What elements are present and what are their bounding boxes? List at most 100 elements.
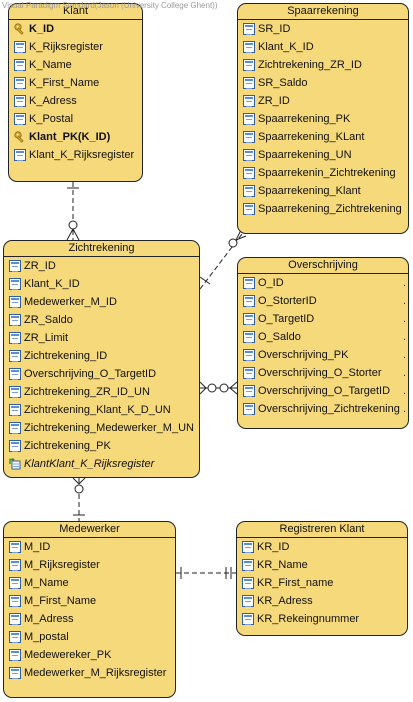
attribute-row[interactable]: K_Adress [9,92,142,110]
key-icon [14,23,26,35]
truncation-dot: . [402,313,406,325]
relation-icon [9,458,21,470]
truncation-dot: . [402,385,406,397]
column-icon [14,113,26,125]
attribute-row[interactable]: Spaarrekening_KLant [238,128,408,146]
attribute-row[interactable]: M_Rijksregister [4,556,175,574]
column-icon [242,541,254,553]
entity-title: Klant [9,4,142,20]
truncation-dot: . [402,349,406,361]
column-icon [9,296,21,308]
attribute-name: M_postal [24,631,69,643]
attribute-row[interactable]: SR_Saldo [238,74,408,92]
attribute-row[interactable]: Overschrijving_O_TargetID [4,365,199,383]
attribute-row[interactable]: M_Adress [4,610,175,628]
attribute-row[interactable]: Klant_PK(K_ID) [9,128,142,146]
attribute-row[interactable]: Spaarrekenin_Zichtrekening [238,164,408,182]
attribute-name: KR_Name [257,559,308,571]
attribute-row[interactable]: Klant_K_ID [238,38,408,56]
attribute-row[interactable]: KR_ID [237,538,407,556]
attribute-row[interactable]: M_Name [4,574,175,592]
attribute-name: K_Name [29,59,72,71]
attribute-row[interactable]: ZR_Saldo [4,311,199,329]
attribute-row[interactable]: KR_First_name [237,574,407,592]
attribute-row[interactable]: ZR_Limit [4,329,199,347]
attribute-name: Overschrijving_O_TargetID [24,368,157,380]
attribute-row[interactable]: Medewerker_M_ID [4,293,199,311]
attribute-name: Spaarrekening_PK [258,113,351,125]
attribute-row[interactable]: KR_Rekeingnummer [237,610,407,628]
attribute-name: Spaarrekening_Klant [258,185,361,197]
column-icon [9,613,21,625]
attribute-row[interactable]: O_TargetID. [238,310,408,328]
attribute-name: O_StorterID [258,295,317,307]
attribute-row[interactable]: KlantKlant_K_Rijksregister [4,455,199,473]
attribute-row[interactable]: O_ID. [238,274,408,292]
column-icon [9,386,21,398]
column-icon [9,577,21,589]
attribute-row[interactable]: K_Rijksregister [9,38,142,56]
column-icon [243,77,255,89]
column-icon [243,185,255,197]
attribute-row[interactable]: Spaarrekening_Klant [238,182,408,200]
attribute-name: Klant_K_Rijksregister [29,149,135,161]
column-icon [243,149,255,161]
column-icon [9,404,21,416]
attribute-name: Zichtrekening_PK [24,440,111,452]
attribute-row[interactable]: Medewereker_PK [4,646,175,664]
attribute-row[interactable]: Overschrijving_Zichtrekening. [238,400,408,418]
attribute-name: Klant_K_ID [24,278,80,290]
attribute-name: Spaarrekening_KLant [258,131,365,143]
attribute-name: M_Name [24,577,69,589]
attribute-row[interactable]: Zichtrekening_PK [4,437,199,455]
column-icon [243,295,255,307]
attribute-row[interactable]: M_ID [4,538,175,556]
attribute-name: M_ID [24,541,51,553]
column-icon [14,41,26,53]
attribute-row[interactable]: M_First_Name [4,592,175,610]
column-icon [9,440,21,452]
column-icon [9,260,21,272]
attribute-row[interactable]: Overschrijving_PK. [238,346,408,364]
attribute-row[interactable]: SR_ID [238,20,408,38]
attribute-name: ZR_ID [258,95,290,107]
attribute-row[interactable]: Spaarrekening_PK [238,110,408,128]
attribute-row[interactable]: KR_Adress [237,592,407,610]
attribute-row[interactable]: K_ID [9,20,142,38]
truncation-dot: . [402,295,406,307]
attribute-row[interactable]: O_StorterID. [238,292,408,310]
attribute-row[interactable]: M_postal [4,628,175,646]
attribute-row[interactable]: Overschrijving_O_Storter. [238,364,408,382]
attribute-row[interactable]: Klant_K_Rijksregister [9,146,142,164]
attribute-name: Zichtrekening_Klant_K_D_UN [24,404,171,416]
column-icon [9,595,21,607]
attribute-row[interactable]: K_Name [9,56,142,74]
attribute-row[interactable]: K_Postal [9,110,142,128]
attribute-row[interactable]: Spaarrekening_UN [238,146,408,164]
attribute-name: Zichtrekening_Medewerker_M_UN [24,422,194,434]
attribute-row[interactable]: Zichtrekening_ZR_ID_UN [4,383,199,401]
attribute-row[interactable]: Zichtrekening_Medewerker_M_UN [4,419,199,437]
truncation-dot: . [402,403,406,415]
attribute-row[interactable]: Zichtrekening_ID [4,347,199,365]
attribute-row[interactable]: O_Saldo. [238,328,408,346]
attribute-row[interactable]: Overschrijving_O_TargetID. [238,382,408,400]
attribute-row[interactable]: Klant_K_ID [4,275,199,293]
attribute-row[interactable]: Zichtrekening_ZR_ID [238,56,408,74]
attribute-row[interactable]: ZR_ID [238,92,408,110]
column-icon [9,667,21,679]
attribute-name: K_Adress [29,95,77,107]
attribute-row[interactable]: Medewerker_M_Rijksregister [4,664,175,682]
attribute-row[interactable]: KR_Name [237,556,407,574]
column-icon [243,203,255,215]
attribute-row[interactable]: Spaarrekening_Zichtrekening [238,200,408,218]
attribute-row[interactable]: K_First_Name [9,74,142,92]
attribute-row[interactable]: Zichtrekening_Klant_K_D_UN [4,401,199,419]
attribute-row[interactable]: ZR_ID [4,257,199,275]
